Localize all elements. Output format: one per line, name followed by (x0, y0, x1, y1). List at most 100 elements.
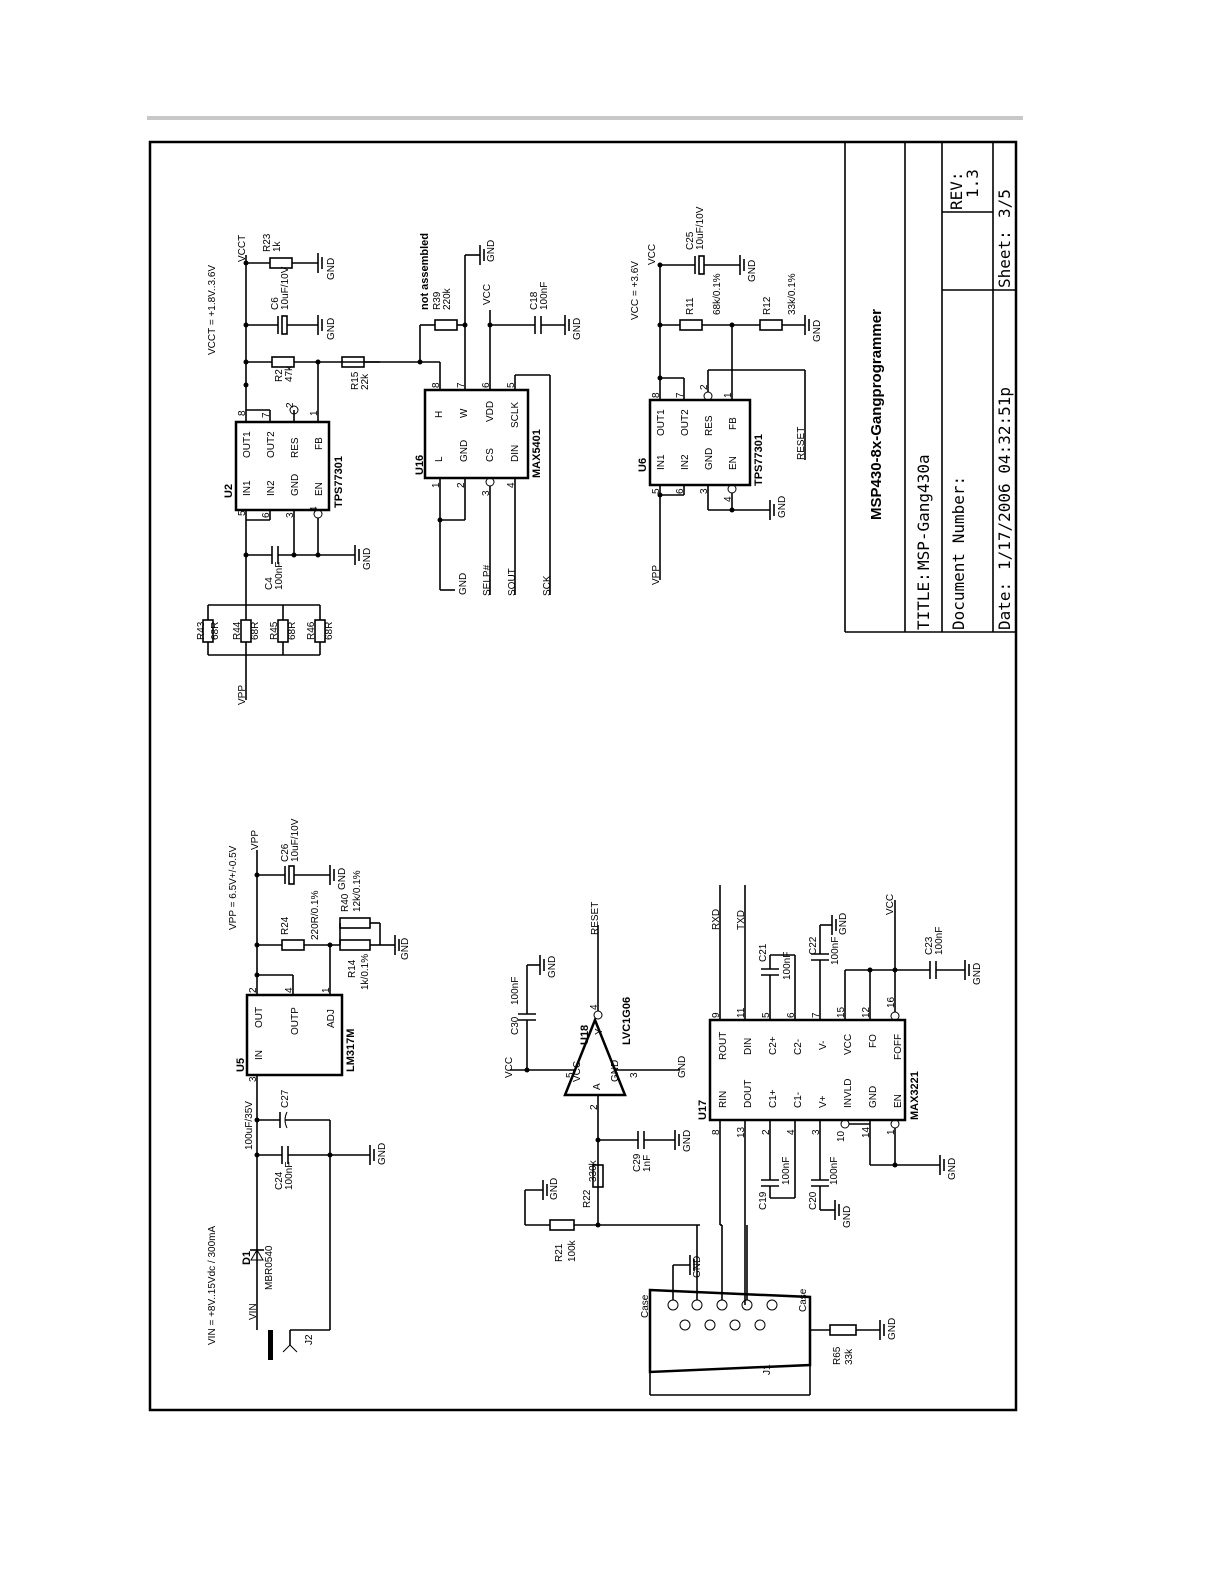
u17-pin-rin: RIN (718, 1091, 729, 1108)
vcc-regulator-block: VCC = +3.6V VCC U6 TPS77301 IN1 IN2 GND … (630, 206, 823, 585)
selp-net: SELP# (482, 564, 493, 596)
u17-pin-gnd: GND (868, 1086, 879, 1108)
c24-ref: C24 (274, 1171, 285, 1190)
u2-body (234, 420, 331, 512)
u18-body (563, 1016, 627, 1097)
u17-num-7: 7 (811, 1012, 822, 1018)
u6-pin-fb: FB (728, 417, 739, 430)
c30-ref: C30 (510, 1016, 521, 1035)
c22-ref: C22 (808, 936, 819, 955)
vpp-net-u6: VPP (651, 565, 662, 585)
r40-ref: R40 (340, 893, 351, 912)
sheet-value: 3/5 (995, 189, 1014, 218)
u2-pin-out2: OUT2 (266, 431, 277, 458)
u17-body (708, 1018, 907, 1122)
r65-val: 33k (844, 1348, 855, 1365)
u17-pin-c2m: C2- (793, 1039, 804, 1055)
u17-num-8: 8 (711, 1129, 722, 1135)
c18-ref: C18 (529, 291, 540, 310)
u2-num-3: 3 (285, 512, 296, 518)
vcc-net-u6: VCC (647, 244, 658, 265)
u2-num-6: 6 (261, 512, 272, 518)
gnd-u16: GND (458, 573, 469, 595)
r65-ref: R65 (832, 1346, 843, 1365)
gnd-u6: GND (777, 496, 788, 518)
u6-num-7: 7 (675, 392, 686, 398)
u2-pin-gnd: GND (290, 474, 301, 496)
vin-heading: VIN = +8V..15Vdc / 300mA (207, 1226, 218, 1345)
u17-num-11: 11 (736, 1007, 747, 1018)
u16-pin-sclk: SCLK (510, 402, 521, 428)
r23-ref: R23 (262, 233, 273, 252)
u5-pin-in: IN (254, 1050, 265, 1060)
rev-label: REV: (947, 171, 966, 210)
r39-val: 220k (442, 287, 453, 310)
digital-pot-block: U16 MAX5401 L GND CS DIN H W VDD SCLK 1 … (414, 233, 583, 596)
input-block: VIN = +8V..15Vdc / 300mA VIN D1 MBR0540 … (207, 1089, 388, 1360)
u6-num-3: 3 (699, 488, 710, 494)
rxd-net: RXD (711, 909, 722, 930)
u16-pin-din: DIN (510, 445, 521, 462)
u18-pin-y: Y (594, 1028, 605, 1035)
u17-pin-en: EN (893, 1094, 904, 1108)
u18-pin-vcc: VCC (572, 1061, 583, 1082)
c29-ref: C29 (632, 1153, 643, 1172)
u16-body (423, 388, 530, 480)
r46-val: 68R (324, 622, 335, 640)
u2-part: TPS77301 (333, 456, 345, 508)
u16-pin-w: W (459, 408, 470, 418)
r44-val: 68R (250, 622, 261, 640)
vcct-heading: VCCT = +1.8V..3.6V (207, 265, 218, 355)
u17-pin-c1m: C1- (793, 1092, 804, 1108)
gnd-c22: GND (838, 913, 849, 935)
u17-num-6: 6 (786, 1012, 797, 1018)
j1-case-left: Case (640, 1294, 651, 1318)
u17-pin-dout: DOUT (743, 1080, 754, 1108)
r2-val: 47k (284, 365, 295, 382)
c24-val: 100nF (284, 1162, 295, 1190)
u6-pin-out1: OUT1 (656, 409, 667, 436)
c25-val: 10uF/10V (695, 206, 706, 250)
u16-ref: U16 (414, 455, 426, 475)
u5-pin-adj: ADJ (326, 1009, 337, 1028)
gnd-c29: GND (682, 1130, 693, 1152)
u18-num-4: 4 (589, 1004, 600, 1010)
gnd-c26: GND (337, 868, 348, 890)
vcct-regulator-block: VCCT = +1.8V..3.6V U2 TPS77301 IN1 IN2 G… (196, 233, 421, 705)
u17-ref: U17 (697, 1100, 709, 1120)
u17-pin-vp: V+ (818, 1095, 829, 1108)
u6-pin-in1: IN1 (656, 454, 667, 470)
r12-ref: R12 (762, 296, 773, 315)
u6-num-8: 8 (651, 392, 662, 398)
c27-val: 100uF/35V (244, 1101, 255, 1150)
u17-num-4: 4 (786, 1129, 797, 1135)
u6-pin-res: RES (704, 415, 715, 436)
vcc-u17: VCC (885, 894, 896, 915)
u17-pin-foff: FOFF (893, 1034, 904, 1060)
gnd-c25: GND (747, 260, 758, 282)
c19-val: 100nF (781, 1157, 792, 1185)
c20-val: 100nF (829, 1157, 840, 1185)
u5-num-1: 1 (321, 987, 332, 993)
c4-val: 100nF (274, 562, 285, 590)
gnd-c30: GND (547, 956, 558, 978)
u17-pin-fo: FO (868, 1034, 879, 1048)
u2-num-7: 7 (261, 412, 272, 418)
u17-pin-vcc: VCC (843, 1034, 854, 1055)
r22-val: 330k (588, 1159, 599, 1182)
u18-num-3: 3 (629, 1072, 640, 1078)
gnd-r39: GND (486, 240, 497, 262)
u16-num-5: 5 (506, 382, 517, 388)
gnd-r65: GND (887, 1318, 898, 1340)
r11-ref: R11 (685, 297, 696, 315)
rs232-block: U17 MAX3221 RIN DOUT C1+ C1- V+ INVLD GN… (640, 885, 983, 1396)
u6-body (648, 398, 752, 487)
u2-num-4: 4 (309, 506, 320, 512)
date-value: 1/17/2006 04:32:51p (995, 387, 1014, 570)
u6-num-2: 2 (699, 384, 710, 390)
j1-connector-shell (648, 1288, 812, 1374)
u2-pin-fb: FB (314, 437, 325, 450)
sheet-border (148, 140, 1018, 1412)
u18-part: LVC1G06 (621, 997, 633, 1045)
